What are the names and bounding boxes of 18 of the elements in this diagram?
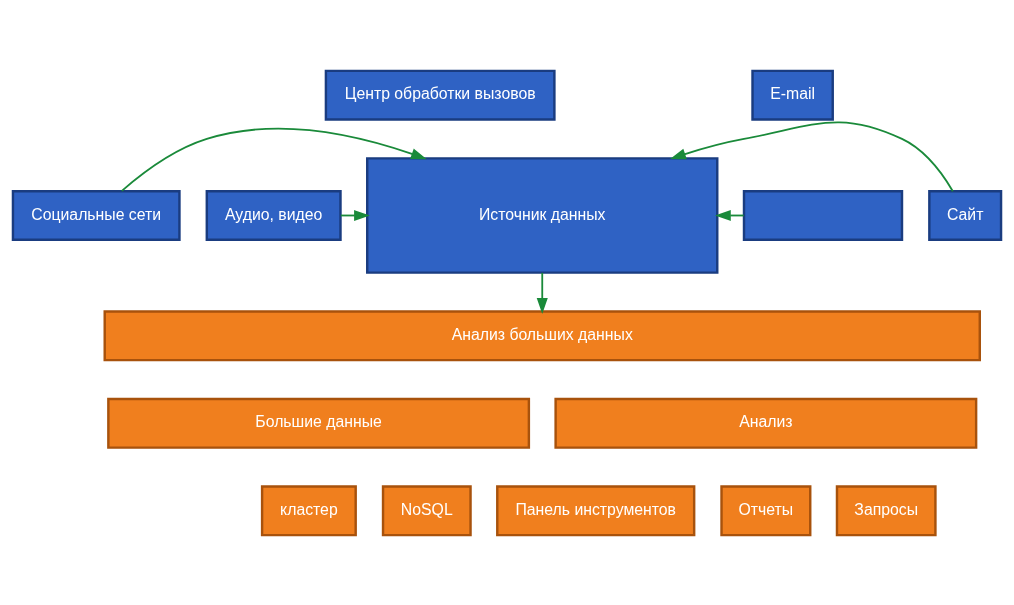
node-box: NoSQL [381, 484, 472, 536]
arrow [536, 271, 548, 314]
node-box: Аудио, видео [205, 189, 342, 241]
node-box: Анализ [554, 397, 978, 449]
node-box: Центр обработки вызовов [324, 69, 556, 121]
node-box: Социальные сети [11, 189, 181, 241]
node-box: Сайт [928, 189, 1003, 241]
node-box: E-mail [751, 69, 834, 121]
node-box: Большие данные [107, 397, 531, 449]
node-box: Запросы [835, 484, 937, 536]
node-box: кластер [260, 484, 357, 536]
node-box: Анализ больших данных [103, 309, 981, 361]
arrow [120, 127, 427, 192]
arrow [670, 120, 954, 192]
node-box: Панель инструментов [496, 484, 696, 536]
node-box: Источник данных [366, 156, 719, 274]
node-box [742, 189, 904, 241]
node-box: Отчеты [720, 484, 812, 536]
